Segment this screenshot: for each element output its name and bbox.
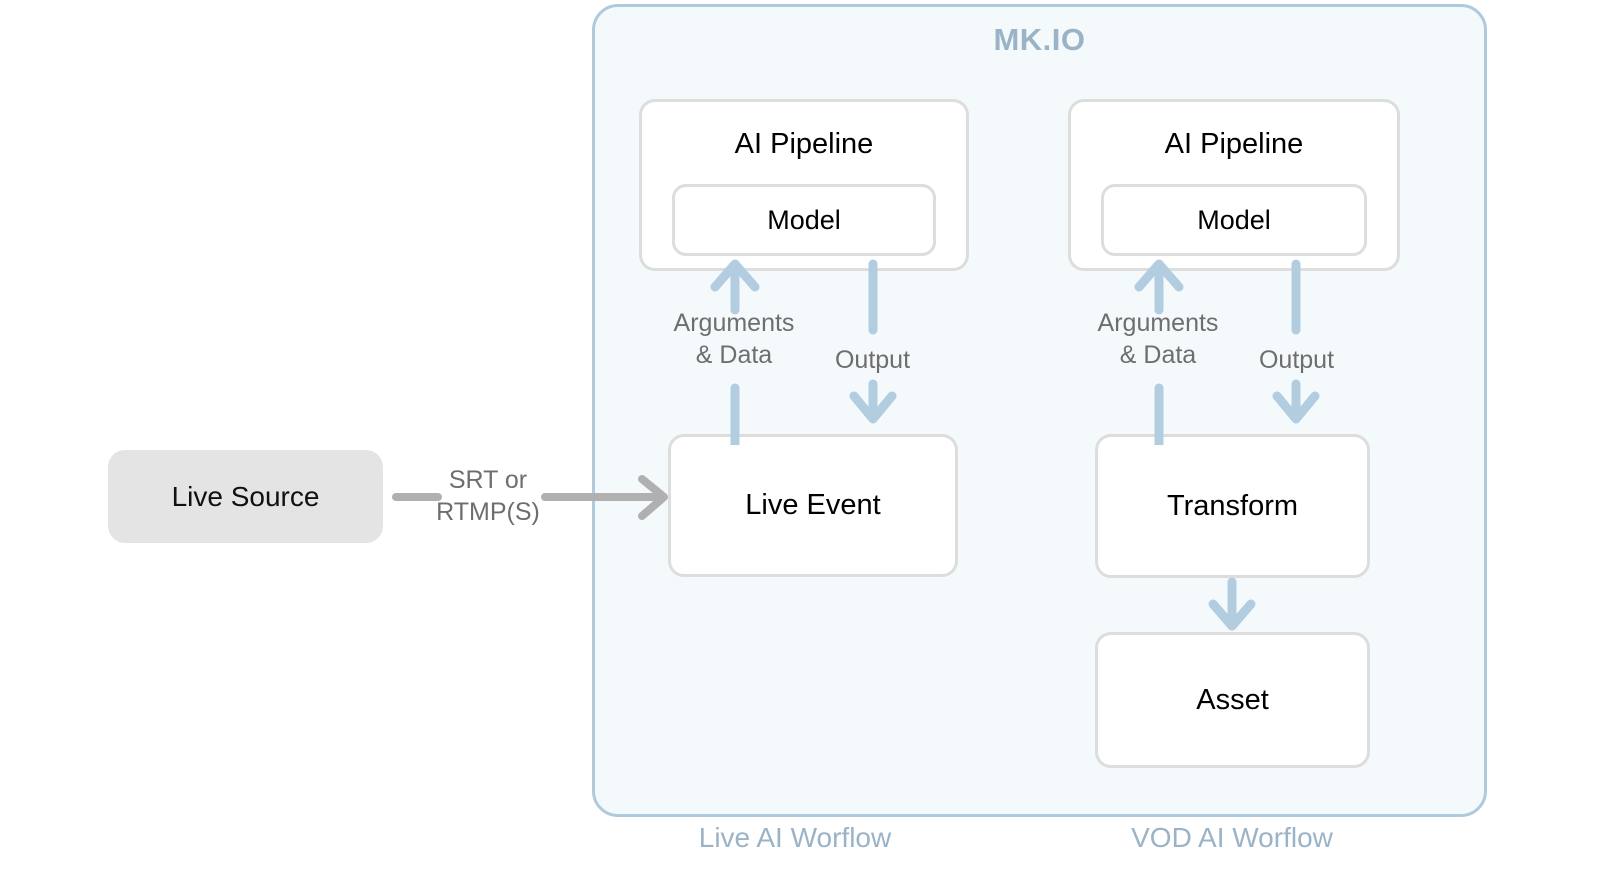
live-arguments-data-label: Arguments & Data: [673, 309, 795, 369]
vod-output-label: Output: [1258, 346, 1335, 374]
vod-workflow-caption: VOD AI Worflow: [1131, 822, 1333, 853]
ingest-protocol-label: SRT or RTMP(S): [436, 466, 540, 526]
live-event-box: Live Event: [668, 434, 958, 577]
mkio-platform-title: MK.IO: [993, 22, 1086, 57]
vod-arguments-data-label: Arguments & Data: [1097, 309, 1219, 369]
asset-label: Asset: [1196, 683, 1269, 716]
vod-ai-pipeline-box: AI Pipeline Model: [1068, 99, 1400, 271]
live-model-box: Model: [672, 184, 936, 256]
transform-label: Transform: [1166, 489, 1299, 522]
live-output-label: Output: [834, 346, 911, 374]
live-model-label: Model: [767, 204, 841, 235]
asset-box: Asset: [1095, 632, 1370, 768]
vod-model-label: Model: [1197, 204, 1271, 235]
live-ai-pipeline-box: AI Pipeline Model: [639, 99, 969, 271]
live-source-label: Live Source: [171, 480, 320, 512]
live-source-box: Live Source: [108, 450, 383, 543]
live-event-label: Live Event: [745, 489, 881, 521]
vod-ai-pipeline-label: AI Pipeline: [1164, 128, 1304, 160]
vod-model-box: Model: [1101, 184, 1367, 256]
transform-box: Transform: [1095, 434, 1370, 578]
live-ai-pipeline-label: AI Pipeline: [734, 128, 874, 160]
live-workflow-caption: Live AI Worflow: [698, 822, 892, 853]
